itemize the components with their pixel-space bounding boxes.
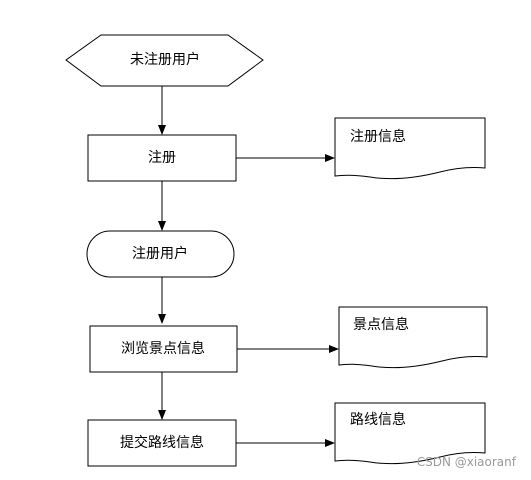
route-info-label: 路线信息: [350, 411, 406, 428]
start-node-label: 未注册用户: [130, 51, 200, 68]
registered-user-terminator: [86, 230, 235, 278]
submit-route-process-box: [87, 419, 237, 467]
registered-user-label: 注册用户: [132, 245, 188, 262]
browse-process-box: [89, 325, 238, 373]
browse-process-label: 浏览景点信息: [121, 340, 205, 357]
start-node-hexagon: [65, 34, 264, 87]
watermark-text: CSDN @xiaoranf: [417, 455, 517, 469]
register-process-label: 注册: [148, 150, 176, 166]
attraction-info-document: [338, 306, 488, 369]
registration-info-document: [334, 117, 486, 180]
attraction-info-label: 景点信息: [353, 316, 409, 333]
route-info-document: [334, 402, 486, 465]
registration-info-label: 注册信息: [350, 128, 406, 145]
submit-route-process-label: 提交路线信息: [120, 434, 204, 451]
register-process-box: [87, 134, 237, 182]
